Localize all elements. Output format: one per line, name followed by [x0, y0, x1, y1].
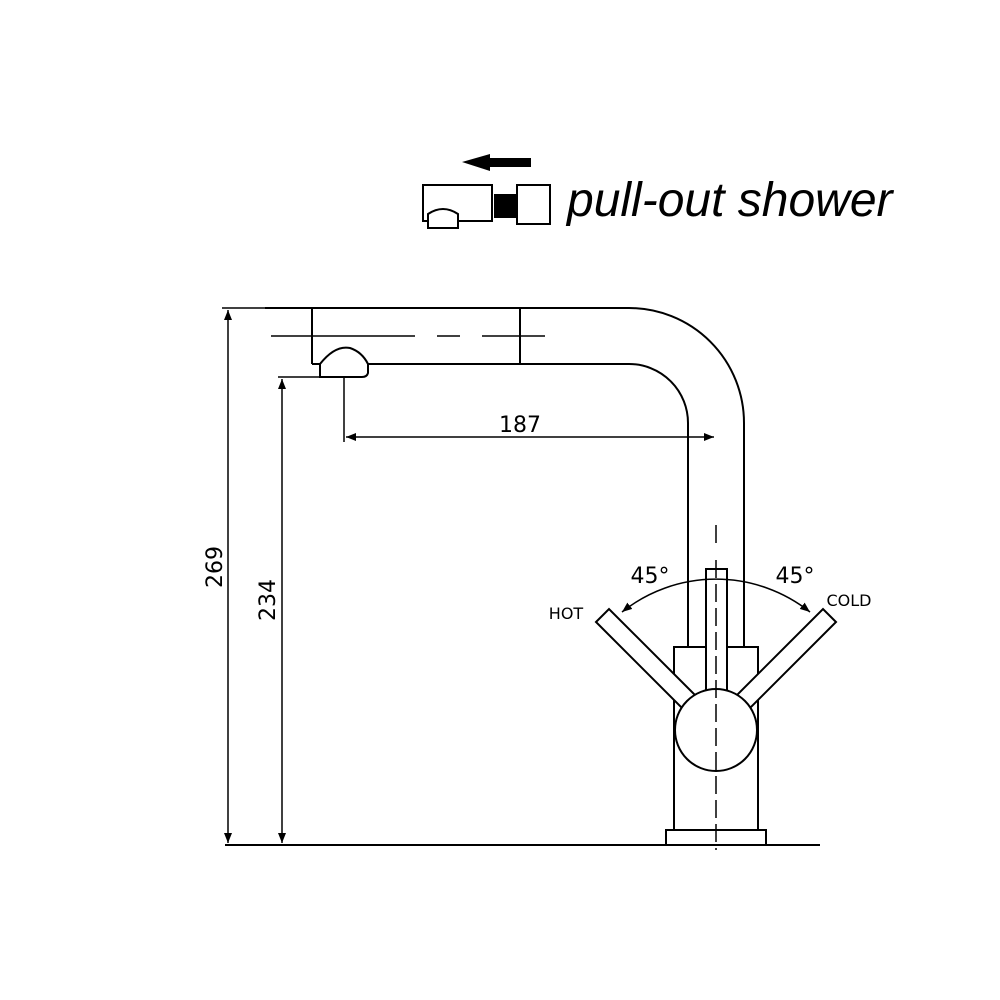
aerator-nozzle [319, 346, 369, 378]
hot-angle-label: 45° [631, 564, 670, 589]
spout-reach-dimension: 187 [499, 413, 541, 438]
arrow-left-icon [462, 154, 531, 171]
hot-label: HOT [549, 604, 584, 623]
cold-angle-label: 45° [776, 564, 815, 589]
faucet-body [225, 525, 838, 850]
spout-height-dimension: 234 [256, 579, 281, 621]
pull-out-shower-icon [422, 184, 551, 229]
legend-label: pull-out shower [565, 174, 895, 227]
dimension-lines [222, 307, 714, 843]
total-height-dimension: 269 [203, 546, 228, 588]
spout [265, 307, 745, 647]
cold-label: COLD [827, 591, 872, 610]
